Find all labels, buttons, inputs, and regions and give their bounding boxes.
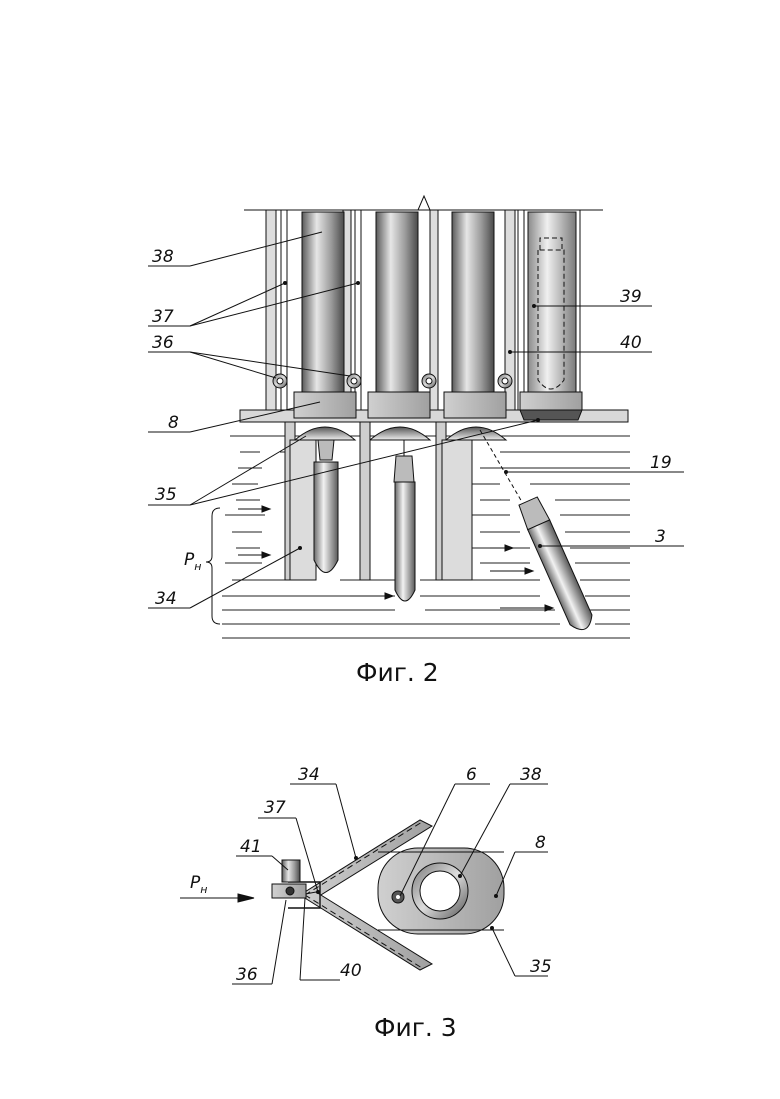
torpedo-2 xyxy=(394,440,415,601)
label-3: 3 xyxy=(655,527,666,547)
figure-2: 38 37 36 8 35 Pн 34 39 40 19 3 Фиг. 2 xyxy=(148,196,684,687)
fig3-label-37: 37 xyxy=(264,798,286,818)
fig3-label-40: 40 xyxy=(340,961,362,981)
tube-1 xyxy=(302,212,344,392)
fig3-label-34: 34 xyxy=(298,765,320,785)
label-35: 35 xyxy=(155,485,177,505)
label-19: 19 xyxy=(650,453,672,473)
pressure-brace xyxy=(206,508,220,624)
fig3-label-8: 8 xyxy=(535,833,546,853)
figure-3-caption: Фиг. 3 xyxy=(374,1013,457,1042)
pressure-arrow xyxy=(180,894,254,902)
top-marker xyxy=(418,196,430,210)
label-pn: Pн xyxy=(184,550,201,573)
label-39: 39 xyxy=(620,287,642,307)
label-37: 37 xyxy=(152,307,174,327)
launch-tubes xyxy=(302,212,576,392)
carriage-body xyxy=(378,848,504,934)
label-36: 36 xyxy=(152,333,174,353)
label-8: 8 xyxy=(168,413,179,433)
fig3-label-6: 6 xyxy=(466,765,477,785)
guide-plates xyxy=(285,422,472,580)
label-40: 40 xyxy=(620,333,642,353)
tube-3 xyxy=(452,212,494,392)
label-34: 34 xyxy=(155,589,177,609)
domes xyxy=(295,427,506,440)
fig3-label-36: 36 xyxy=(236,965,258,985)
label-38: 38 xyxy=(152,247,174,267)
fig3-label-41: 41 xyxy=(240,837,262,857)
fig3-label-pn: Pн xyxy=(190,873,207,896)
fig3-label-38: 38 xyxy=(520,765,542,785)
tube-4 xyxy=(528,212,576,392)
tube-2 xyxy=(376,212,418,392)
fig3-label-35: 35 xyxy=(530,957,552,977)
figure-3: 34 37 41 Pн 36 40 6 38 8 35 Фиг. 3 xyxy=(180,765,552,1042)
torpedo-1 xyxy=(314,440,338,573)
figure-2-caption: Фиг. 2 xyxy=(356,658,439,687)
roller-unit xyxy=(272,860,306,898)
